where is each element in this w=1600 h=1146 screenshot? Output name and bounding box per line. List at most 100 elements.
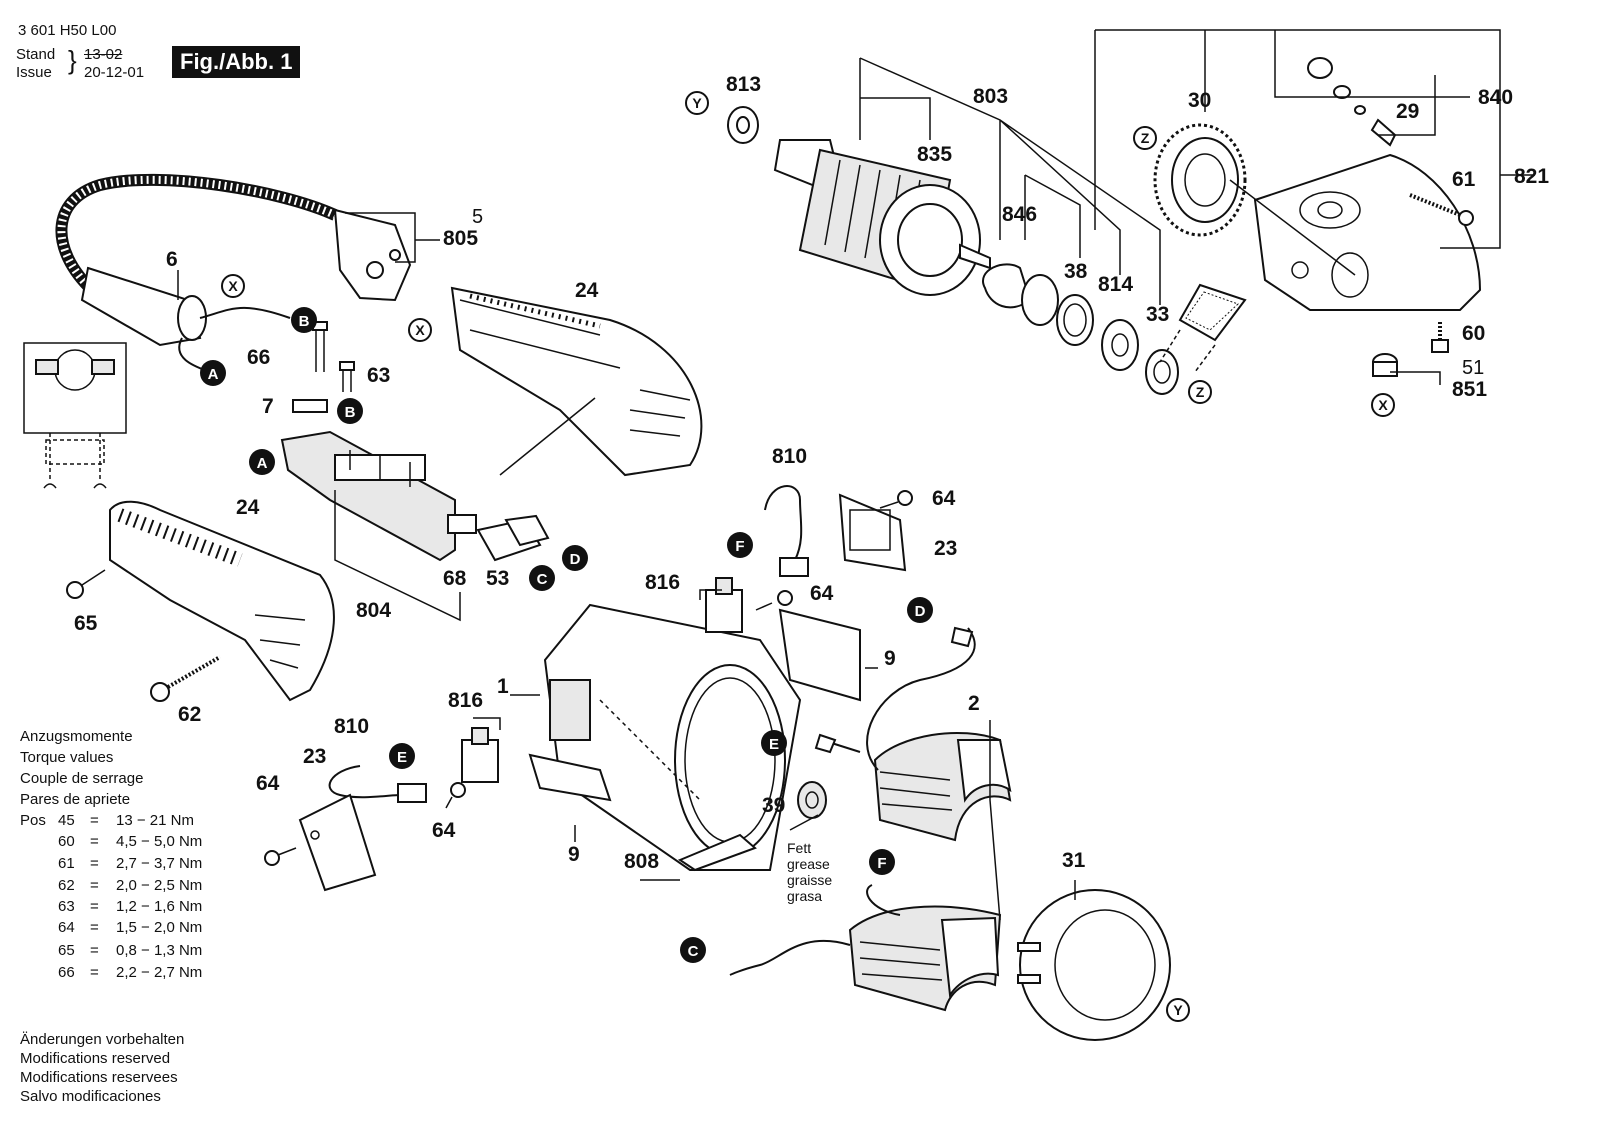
screw-63 <box>339 361 355 392</box>
legend-title-es: Pares de apriete <box>20 791 131 808</box>
plug <box>333 208 412 302</box>
nameplate-808 <box>677 833 757 872</box>
torque-pos: 66 <box>58 964 75 981</box>
connector-e-housing: E <box>761 730 787 756</box>
legend-title-fr: Couple de serrage <box>20 770 144 787</box>
svg-text:E: E <box>397 749 407 766</box>
connector-b-cord: B <box>291 307 317 333</box>
screw-66 <box>312 321 328 372</box>
issue-label: Issue <box>16 64 52 81</box>
note-en: Modifications reserved <box>20 1050 171 1067</box>
connector-z-gear: Z <box>1133 126 1157 150</box>
torque-legend-title: Anzugsmomente Torque values Couple de se… <box>20 726 143 810</box>
lead-wire-f <box>866 884 901 916</box>
carbon-brush-lower <box>328 765 427 803</box>
label-39: 39 <box>762 794 785 817</box>
screw-65 <box>66 569 106 599</box>
connector-b-switch: B <box>337 398 363 424</box>
connector-d-coil: D <box>907 597 933 623</box>
connector-c-switch: C <box>529 565 555 591</box>
connector-a-cord: A <box>200 360 226 386</box>
pos-label: Pos <box>20 812 46 829</box>
torque-pos: 65 <box>58 942 75 959</box>
bearing-813 <box>727 106 759 144</box>
armature <box>773 139 991 296</box>
label-51: 51 <box>1462 357 1484 379</box>
plate-7 <box>292 399 328 413</box>
label-23-lower: 23 <box>303 745 326 768</box>
grease-es: grasa <box>787 888 822 904</box>
cover-23-upper <box>838 493 907 572</box>
legend-title-en: Torque values <box>20 749 114 766</box>
label-1: 1 <box>497 675 509 698</box>
torque-pos: 62 <box>58 877 75 894</box>
label-821: 821 <box>1514 165 1549 188</box>
label-5: 5 <box>472 206 483 228</box>
label-816-upper: 816 <box>645 571 680 594</box>
svg-text:X: X <box>1378 397 1388 413</box>
spindle-lock-button <box>1307 57 1351 99</box>
switch-assembly <box>280 430 477 562</box>
svg-text:A: A <box>257 455 268 472</box>
connector-d-switch: D <box>562 545 588 571</box>
handle-cover-upper <box>450 286 703 477</box>
label-813: 813 <box>726 73 761 96</box>
torque-eq: = <box>90 964 99 981</box>
handle-cover-lower <box>109 500 335 702</box>
torque-pos: 64 <box>58 919 75 936</box>
connector-f-brush: F <box>727 532 753 558</box>
label-816-lower: 816 <box>448 689 483 712</box>
svg-text:A: A <box>208 366 219 383</box>
label-9-lower: 9 <box>568 843 580 866</box>
carbon-brush-upper <box>764 485 809 577</box>
gear-housing <box>1253 153 1482 311</box>
label-808: 808 <box>624 850 659 873</box>
connector-c-coil: C <box>680 937 706 963</box>
stand-date: 13-02 <box>84 46 123 63</box>
screw-64-b <box>755 590 793 611</box>
stand-label: Stand <box>16 46 56 63</box>
label-2: 2 <box>968 692 980 715</box>
label-9-upper: 9 <box>884 647 896 670</box>
svg-text:Z: Z <box>1141 130 1150 146</box>
grease-fr: graisse <box>787 872 832 888</box>
label-64-left: 64 <box>256 772 280 795</box>
label-9-lower <box>528 753 612 802</box>
label-61: 61 <box>1452 168 1476 191</box>
screw-64-d <box>264 847 297 866</box>
grease-note: Fett grease graisse grasa <box>787 840 832 904</box>
torque-eq: = <box>90 833 99 850</box>
note-fr: Modifications reservees <box>20 1069 178 1086</box>
label-9-upper <box>778 608 861 702</box>
label-814: 814 <box>1098 273 1133 296</box>
label-810-lower: 810 <box>334 715 369 738</box>
screw-64-c <box>445 782 466 809</box>
label-68: 68 <box>443 567 467 590</box>
leader-lines <box>177 29 1535 921</box>
svg-text:Y: Y <box>692 95 702 111</box>
lead-wire-b <box>199 306 291 319</box>
torque-value: 4,5 − 5,0 Nm <box>116 833 203 850</box>
label-66: 66 <box>247 346 270 369</box>
label-64-mid: 64 <box>810 582 834 605</box>
svg-text:D: D <box>915 603 926 620</box>
bevel-gear <box>1153 123 1247 237</box>
screw-64-a <box>879 490 913 509</box>
label-33: 33 <box>1146 303 1169 326</box>
issue-date: 20-12-01 <box>84 64 145 81</box>
label-840: 840 <box>1478 86 1513 109</box>
washer-846 <box>1021 274 1059 326</box>
connector-a-switch: A <box>249 449 275 475</box>
svg-text:B: B <box>299 313 310 330</box>
terminal-e <box>814 733 837 754</box>
bearing-39 <box>797 781 827 819</box>
torque-value: 0,8 − 1,3 Nm <box>116 942 203 959</box>
svg-text:Z: Z <box>1196 384 1205 400</box>
power-cord <box>55 173 338 347</box>
terminal-d <box>950 626 974 648</box>
note-es: Salvo modificaciones <box>20 1088 161 1105</box>
modifications-notes: Änderungen vorbehalten Modifications res… <box>20 1030 184 1106</box>
label-62: 62 <box>178 703 201 726</box>
torque-eq: = <box>90 812 99 829</box>
lead-wire-d <box>866 627 976 771</box>
